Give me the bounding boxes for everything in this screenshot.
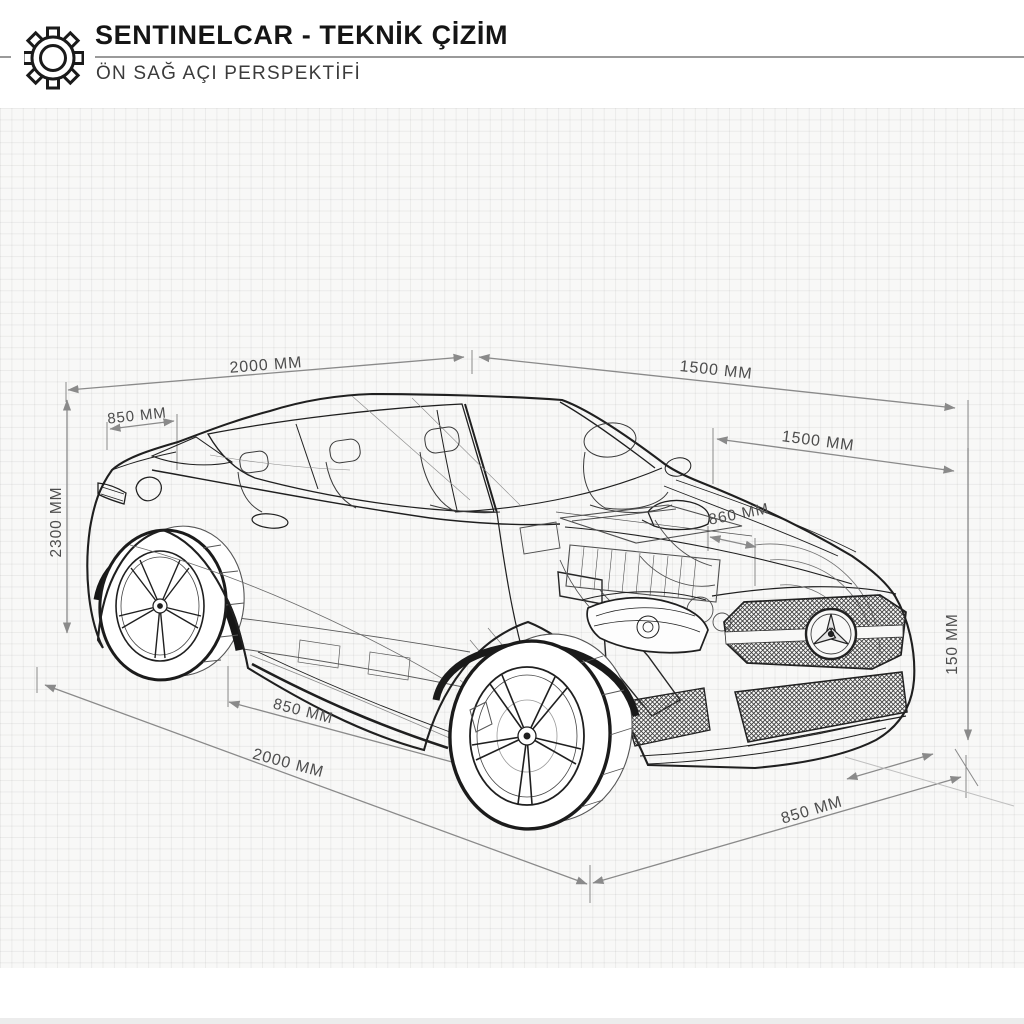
- greenhouse: [150, 395, 663, 526]
- body-outline: [86, 392, 916, 770]
- grille: [723, 594, 907, 670]
- header-divider-stub: [0, 56, 11, 58]
- header-divider: [95, 56, 1024, 58]
- dimension-label-clearance-right: 150 MM: [944, 613, 961, 675]
- headlight: [581, 591, 709, 654]
- dimension-lines: [36, 350, 1015, 903]
- front-bumper: [621, 671, 908, 765]
- bottom-margin: [0, 968, 1024, 1024]
- rear-wheel: [93, 525, 245, 682]
- bottom-edge-line: [0, 1018, 1024, 1024]
- car-body: [86, 392, 916, 831]
- page-subtitle: ÖN SAĞ AÇI PERSPEKTİFİ: [96, 63, 362, 84]
- gear-icon: [24, 26, 84, 90]
- mercedes-star-icon: [804, 607, 858, 661]
- page-title: SENTINELCAR - TEKNİK ÇİZİM: [95, 20, 509, 50]
- seats: [209, 422, 673, 514]
- hood-lines: [564, 479, 897, 597]
- header: SENTINELCAR - TEKNİK ÇİZİM ÖN SAĞ AÇI PE…: [0, 0, 1024, 108]
- front-wheel: [432, 633, 640, 831]
- rear-details: [97, 451, 177, 505]
- dimension-label-height-left: 2300 MM: [48, 486, 65, 558]
